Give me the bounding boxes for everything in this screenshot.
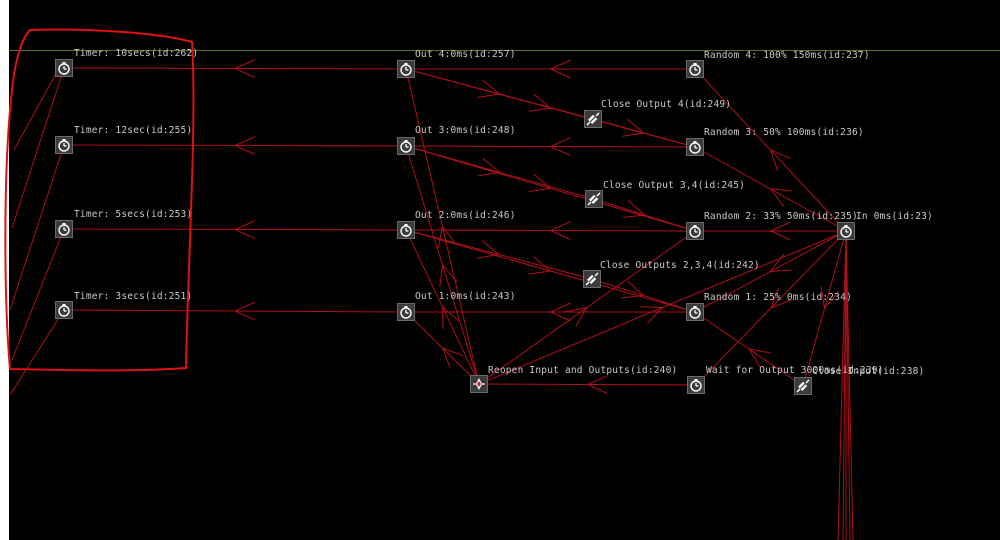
node-label-out-246: Out 2:0ms(id:246) [415,210,516,221]
node-label-random-237: Random 4: 100% 150ms(id:237) [704,50,870,61]
node-label-close-input-238: Close Input(id:238) [812,366,925,377]
stopwatch-icon [690,379,702,392]
connection-arrow [549,59,571,79]
connection-arrow [478,158,502,177]
node-close-input-238[interactable] [794,377,812,395]
stopwatch-icon [400,306,412,319]
connection-arrow [586,375,608,395]
node-timer-255[interactable] [55,136,73,154]
node-in-23[interactable] [837,222,855,240]
connection-arrow [747,348,771,369]
node-close-249[interactable] [584,110,602,128]
node-timer-251[interactable] [55,301,73,319]
connection-arrow [565,306,589,327]
connection-arrow [769,253,793,273]
node-random-236[interactable] [686,138,704,156]
connection-extra [11,228,65,361]
node-random-234[interactable] [686,303,704,321]
node-label-close-249: Close Output 4(id:249) [601,99,732,110]
stopwatch-icon [58,62,70,75]
connection-arrow [528,93,552,112]
node-label-reopen-240: Reopen Input and Outputs(id:240) [488,365,678,376]
connection-arrow [769,188,793,207]
connection-extra [842,230,847,540]
node-label-random-235: Random 2: 33% 50ms(id:235) [704,211,858,222]
connection-arrow [622,200,646,218]
node-timer-262[interactable] [55,59,73,77]
stopwatch-icon [689,225,701,238]
node-label-timer-253: Timer: 5secs(id:253) [74,209,193,220]
connection-extra [13,69,59,151]
node-random-235[interactable] [686,222,704,240]
node-label-out-257: Out 4:0ms(id:257) [415,49,516,60]
connection-arrow [233,301,256,321]
connection-arrow [439,263,458,287]
top-rule [9,50,1000,51]
connection-arrow [528,173,552,192]
stopwatch-icon [400,140,412,153]
connection-arrow [441,305,460,330]
stopwatch-icon [689,141,701,154]
connection-arrow [233,136,256,155]
stopwatch-icon [58,139,70,152]
connection-arrow [441,347,464,369]
node-label-random-234: Random 1: 25% 0ms(id:234) [704,292,852,303]
node-out-243[interactable] [397,303,415,321]
node-label-wait-239: Wait for Output 3000ms(id:239) [706,365,884,376]
node-timer-253[interactable] [55,220,73,238]
node-label-close-245: Close Output 3,4(id:245) [603,180,746,191]
stopwatch-icon [400,224,412,237]
node-out-257[interactable] [397,60,415,78]
connection-arrow [549,137,571,156]
stopwatch-icon [58,223,70,236]
connection-arrow [437,225,457,249]
close-plug-icon [587,192,601,206]
close-plug-icon [586,112,600,126]
node-label-close-242: Close Outputs 2,3,4(id:242) [600,260,760,271]
node-label-timer-251: Timer: 3secs(id:251) [74,291,193,302]
node-label-timer-255: Timer: 12sec(id:255) [74,125,193,136]
connection-arrow [233,59,256,78]
node-label-in-23: In 0ms(id:23) [856,211,933,222]
connection-arrow [549,221,571,240]
connection-arrow [769,149,791,171]
stopwatch-icon [58,304,70,317]
connection-arrow [820,286,839,310]
node-label-out-248: Out 3:0ms(id:248) [415,125,516,136]
node-random-237[interactable] [686,60,704,78]
connection-extra [837,230,847,540]
connection-arrow [477,240,501,259]
stopwatch-icon [400,63,412,76]
connection-arrow [770,287,792,309]
node-wait-239[interactable] [687,376,705,394]
stopwatch-icon [689,306,701,319]
close-plug-icon [585,272,599,286]
node-label-timer-262: Timer: 10secs(id:262) [74,48,199,59]
connection-arrow [528,256,552,275]
stopwatch-icon [840,225,852,238]
node-reopen-240[interactable] [470,375,488,393]
reopen-icon [473,378,485,390]
connection-arrow [621,280,645,299]
stopwatch-icon [689,63,701,76]
connection-arrow [640,306,664,324]
connection-arrow [233,220,256,239]
connection-arrow [769,221,791,241]
connection-extra [845,230,854,540]
node-close-245[interactable] [585,190,603,208]
node-close-242[interactable] [583,270,601,288]
node-out-246[interactable] [397,221,415,239]
node-label-random-236: Random 3: 50% 100ms(id:236) [704,127,864,138]
connection-arrow [549,302,571,322]
node-out-248[interactable] [397,137,415,155]
close-plug-icon [796,379,810,393]
node-label-out-243: Out 1:0ms(id:243) [415,291,516,302]
connection-extra [9,309,65,396]
